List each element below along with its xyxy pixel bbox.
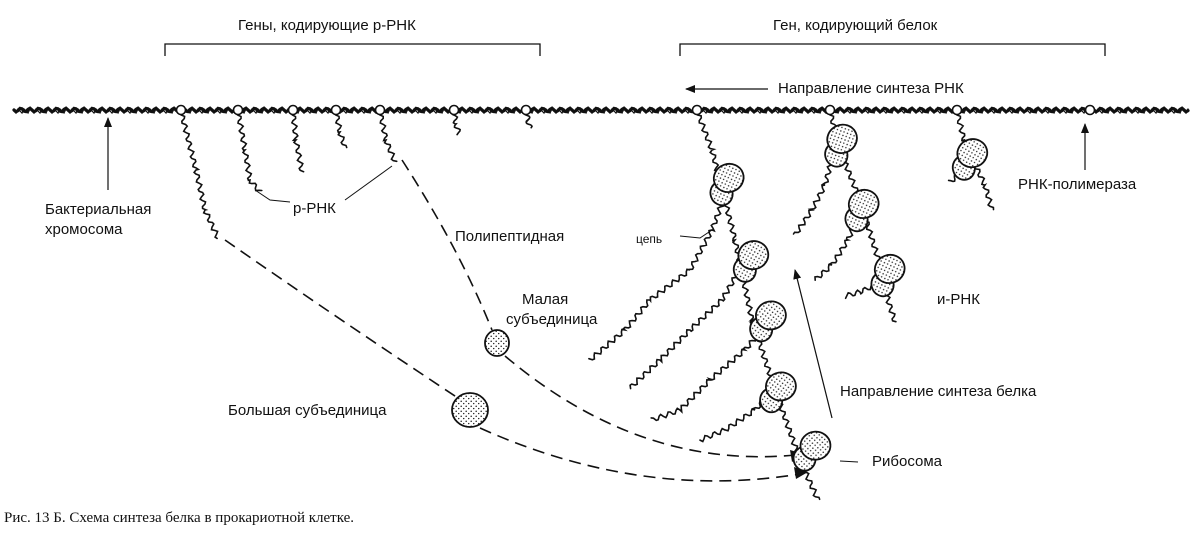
- rna-polymerase-1: [232, 104, 244, 116]
- leader-lines: [254, 165, 859, 463]
- label-ribosome: Рибосома: [872, 453, 942, 470]
- rna-strand-0: [178, 110, 219, 240]
- figure-caption: Рис. 13 Б. Схема синтеза белка в прокари…: [4, 510, 355, 526]
- ribosome-large-subunit: [755, 300, 787, 331]
- protein-direction-arrow: [793, 269, 833, 419]
- label-bacterial-chromosome: Бактериальная хромосома: [45, 200, 151, 240]
- label-protein-gene: Ген, кодирующий белок: [773, 17, 938, 34]
- label-mrna: и-РНК: [937, 291, 980, 308]
- path-rrna-to-small-subunit: [401, 159, 493, 331]
- large-subunit-free: [451, 392, 489, 428]
- small-subunit-free: [484, 329, 510, 357]
- ribosome-large-subunit: [712, 162, 745, 194]
- bracket-protein-gene: [679, 43, 1106, 56]
- chromosome-dna: [12, 106, 1190, 115]
- rna-strand-1: [234, 110, 263, 192]
- label-rna-direction: Направление синтеза РНК: [778, 80, 964, 97]
- ribosome-large-subunit: [737, 240, 770, 271]
- label-chain: цепь: [636, 232, 663, 246]
- dashed-paths: [224, 159, 801, 482]
- path-chromosome-to-large-subunit: [224, 239, 459, 399]
- rna-polymerase-4: [374, 104, 386, 116]
- rna-polymerases: [175, 104, 1096, 116]
- rna-polymerase-10: [1084, 104, 1096, 116]
- ribosome-large-subunit: [847, 188, 880, 220]
- label-small-subunit-line2: субъединица: [506, 311, 598, 328]
- ribosome-large-subunit: [799, 430, 832, 461]
- label-rrna: р-РНК: [293, 200, 336, 217]
- rna-polymerase-5: [448, 104, 460, 116]
- label-protein-direction: Направление синтеза белка: [840, 383, 1037, 400]
- label-large-subunit: Большая субъединица: [228, 402, 387, 419]
- label-small-subunit: Малая субъединица: [506, 290, 597, 330]
- rna-polymerase-3: [330, 104, 342, 116]
- rna-strand-2: [289, 110, 305, 173]
- ribosome-large-subunit: [956, 138, 989, 169]
- ribosome-2: [749, 300, 787, 343]
- rna-strand-5: [451, 110, 461, 136]
- rna-strand-11: [629, 261, 745, 390]
- rna-strand-12: [650, 319, 771, 422]
- label-bacterial-chromosome-line1: Бактериальная: [45, 201, 152, 218]
- rna-polymerase-0: [175, 104, 187, 116]
- rna-polymerase-7: [691, 104, 703, 116]
- ribosome-3: [759, 371, 797, 414]
- label-bacterial-chromosome-line2: хромосома: [45, 221, 123, 238]
- ribosomes: [451, 123, 989, 472]
- path-large-subunit-to-ribosome: [479, 427, 801, 482]
- ribosome-7: [870, 253, 906, 298]
- ribosome-large-subunit: [826, 123, 858, 154]
- ribosome-0: [709, 162, 745, 207]
- label-small-subunit-line1: Малая: [522, 291, 569, 308]
- rna-polymerase-8: [824, 104, 836, 116]
- rna-strand-3: [333, 110, 348, 149]
- rna-strand-10: [588, 189, 728, 361]
- label-rna-polymerase: РНК-полимераза: [1018, 176, 1137, 193]
- ribosome-5: [824, 123, 858, 168]
- label-polypeptide: Полипептидная: [455, 228, 565, 245]
- ribosome-large-subunit: [765, 371, 797, 402]
- label-rrna-genes: Гены, кодирующие р-РНК: [238, 17, 416, 34]
- ribosome-4: [792, 430, 832, 472]
- rna-polymerase-9: [951, 104, 963, 116]
- path-small-subunit-to-ribosome: [504, 355, 797, 458]
- ribosome-large-subunit: [873, 253, 906, 285]
- rna-polymerase-6: [520, 104, 532, 116]
- rna-polymerase-2: [287, 104, 299, 116]
- ribosome-6: [844, 188, 880, 233]
- ribosome-1: [732, 240, 770, 283]
- bracket-rrna-genes: [164, 43, 541, 56]
- rna-strand-4: [377, 110, 398, 163]
- ribosome-8: [951, 138, 989, 181]
